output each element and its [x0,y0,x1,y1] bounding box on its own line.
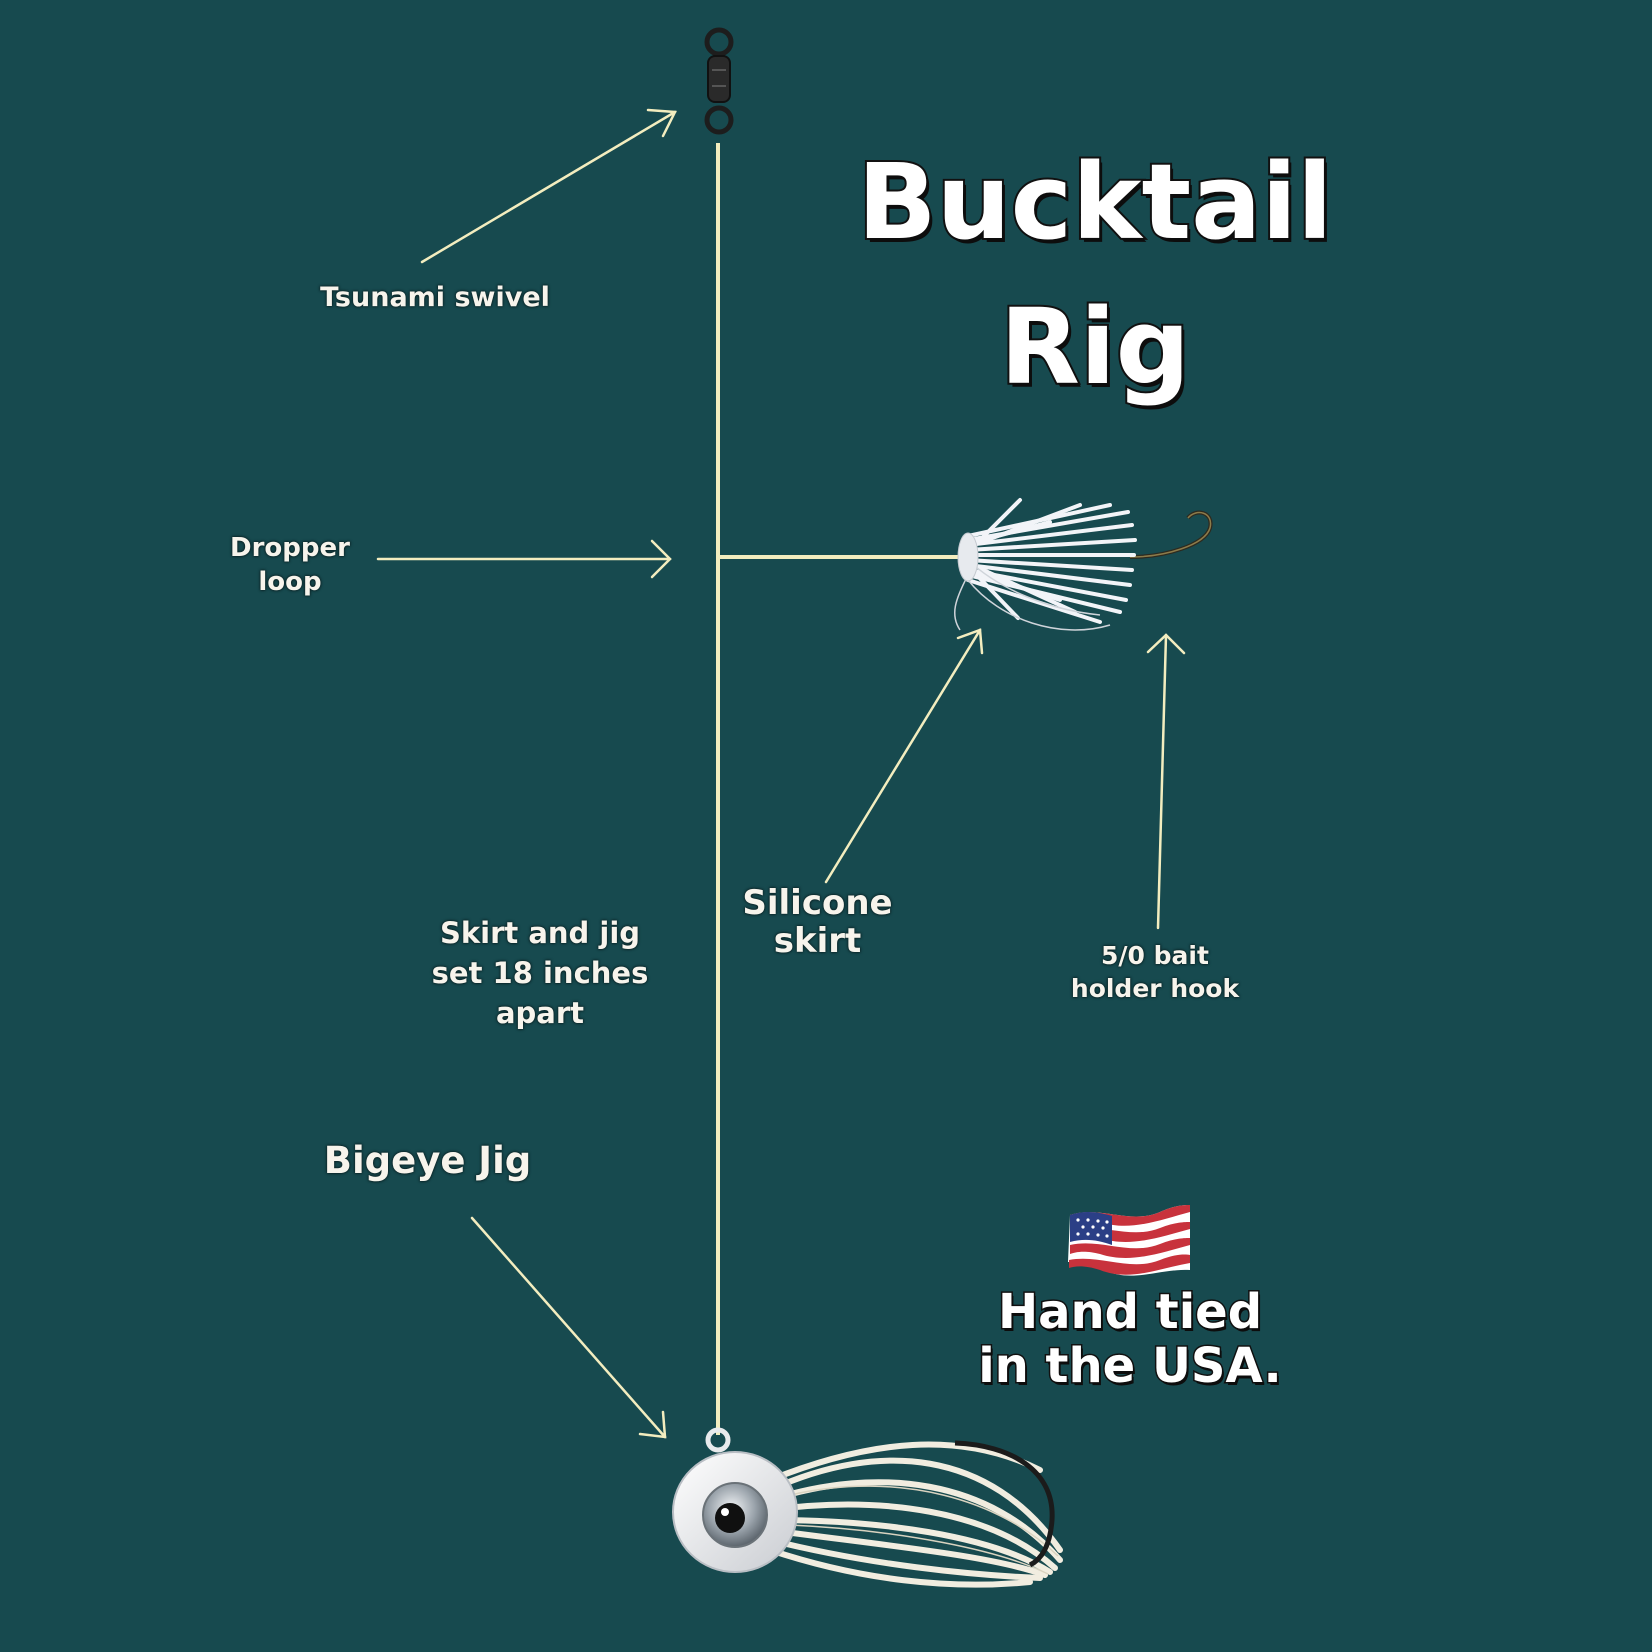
arrow-bigeye-jig [470,1216,667,1439]
arrow-silicone-skirt [824,628,984,884]
arrow-dropper-loop [376,539,672,579]
arrow-hook [1146,633,1186,930]
arrow-swivel [420,108,677,264]
label-silicone-skirt-line1: Silicone [742,883,893,923]
usa-flag-icon [1068,1205,1190,1276]
title-line-1: Bucktail [855,141,1334,263]
label-skirt-jig-line3: apart [495,996,585,1030]
footer-line-2: in the USA. [977,1338,1284,1394]
label-tsunami-swivel: Tsunami swivel [320,282,550,313]
label-dropper-loop-line1: Dropper [230,533,350,563]
label-hook-line1: 5/0 bait [1101,941,1209,970]
label-skirt-jig-line2: set 18 inches [431,956,649,990]
label-hook-line2: holder hook [1070,974,1240,1003]
silicone-skirt-hook-icon [953,498,1213,631]
label-bigeye-jig: Bigeye Jig [323,1139,532,1182]
label-silicone-skirt-line2: skirt [773,921,862,961]
swivel-icon [704,27,734,135]
bigeye-jig-icon [672,1427,1063,1588]
title-line-2: Rig [998,286,1192,408]
label-dropper-loop-line2: loop [258,567,322,597]
label-skirt-jig-line1: Skirt and jig [439,916,641,950]
footer-line-1: Hand tied [996,1284,1263,1340]
